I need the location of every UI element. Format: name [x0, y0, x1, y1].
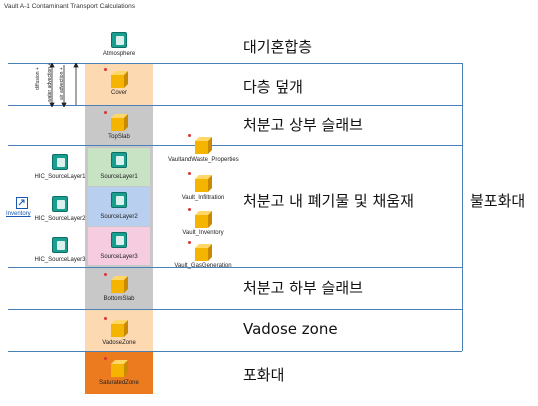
bottom-slab-cube-icon[interactable] — [110, 275, 129, 294]
element-label: Vault_Inventory — [182, 230, 224, 236]
top-slab-cube-icon[interactable] — [110, 113, 129, 132]
zone-label-unsaturated: 불포화대 — [470, 192, 526, 210]
properties-cube-icon[interactable] — [194, 136, 213, 155]
zone-label-waste: 처분고 내 폐기물 및 채움재 — [243, 192, 414, 210]
gas-generation-cube-icon[interactable] — [194, 243, 213, 262]
element-label: SaturatedZone — [99, 380, 139, 386]
boundary-line — [8, 267, 462, 268]
cover-cube-icon[interactable] — [110, 70, 129, 89]
zone-label-atmosphere: 대기혼합층 — [243, 38, 313, 56]
element-label: BottomSlab — [103, 296, 135, 302]
element-label: HIC_SourceLayer1 — [34, 174, 86, 180]
element-label: Atmosphere — [102, 51, 136, 57]
boundary-line — [8, 145, 462, 146]
element-label: Vault_Infiltration — [181, 195, 225, 201]
water-advection-label: water advection + — [47, 62, 53, 102]
zone-label-top-slab: 처분고 상부 슬래브 — [243, 116, 363, 134]
boundary-line — [8, 63, 462, 64]
element-label: Vault_GasGeneration — [174, 263, 232, 269]
element-label: SourceLayer2 — [100, 214, 138, 220]
diagram-title: Vault A-1 Contaminant Transport Calculat… — [4, 3, 136, 10]
hic-source-layer3-container-icon[interactable] — [52, 237, 68, 253]
zone-label-cover: 다층 덮개 — [243, 78, 303, 96]
source-layer2-container-icon[interactable] — [111, 192, 127, 208]
infiltration-cube-icon[interactable] — [194, 174, 213, 193]
boundary-line — [8, 351, 462, 352]
zone-label-saturated: 포화대 — [243, 366, 285, 384]
element-label: SourceLayer1 — [100, 174, 138, 180]
boundary-line — [8, 105, 462, 106]
saturated-zone-cube-icon[interactable] — [110, 359, 129, 378]
transport-arrows-icon — [49, 63, 79, 107]
vault-inventory-cube-icon[interactable] — [194, 210, 213, 229]
air-advection-label: air advection + — [59, 67, 65, 100]
boundary-line — [8, 309, 462, 310]
element-label: TopSlab — [108, 134, 130, 140]
atmosphere-container-icon[interactable] — [111, 32, 127, 48]
source-layer1-container-icon[interactable] — [111, 152, 127, 168]
inventory-link[interactable]: Inventory — [6, 211, 31, 217]
vadose-zone-cube-icon[interactable] — [110, 319, 129, 338]
element-label: Cover — [110, 90, 127, 96]
unsaturated-bracket — [462, 63, 463, 351]
element-label: HIC_SourceLayer3 — [34, 257, 86, 263]
zone-label-vadose: Vadose zone — [243, 320, 338, 338]
diffusion-label: diffusion + — [35, 67, 41, 90]
hic-source-layer1-container-icon[interactable] — [52, 154, 68, 170]
element-label: VadoseZone — [102, 340, 136, 346]
zone-label-bottom-slab: 처분고 하부 슬래브 — [243, 279, 363, 297]
source-layer3-container-icon[interactable] — [111, 232, 127, 248]
hic-source-layer2-container-icon[interactable] — [52, 196, 68, 212]
inventory-link-icon[interactable] — [16, 197, 28, 209]
element-label: HIC_SourceLayer2 — [34, 216, 86, 222]
element-label: SourceLayer3 — [100, 254, 138, 260]
element-label: VaultandWaste_Properties — [168, 157, 239, 163]
